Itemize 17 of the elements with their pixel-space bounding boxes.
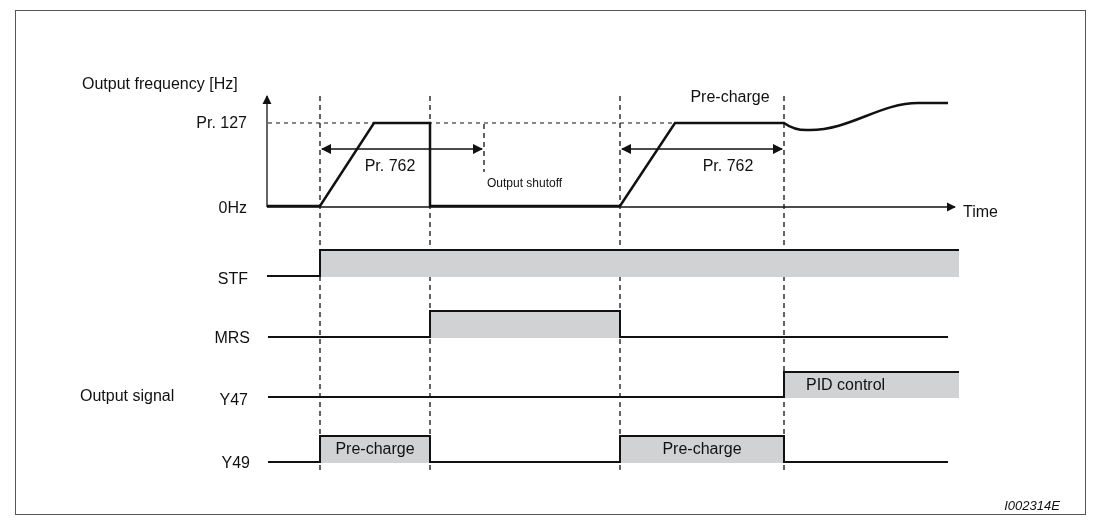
diagram-label: Pr. 762: [364, 158, 416, 174]
diagram-label: Y47: [219, 392, 248, 408]
diagram-label: Pr. 762: [702, 158, 754, 174]
diagram-label: Time: [963, 204, 998, 220]
diagram-label: Y49: [221, 455, 250, 471]
diagram-label: PID control: [806, 377, 886, 393]
diagram-label: Pre-charge: [335, 441, 415, 457]
diagram-label: MRS: [214, 330, 250, 346]
diagram-label: STF: [217, 271, 248, 287]
diagram-label: Output frequency [Hz]: [82, 76, 238, 92]
diagram-label: Pre-charge: [662, 441, 742, 457]
diagram-label: Pr. 127: [196, 115, 247, 131]
diagram-label: I002314E: [1004, 498, 1060, 512]
diagram-label: Output shutoff: [487, 177, 563, 189]
diagram-label: Pre-charge: [690, 89, 770, 105]
diagram-label: 0Hz: [218, 200, 247, 216]
diagram-label: Output signal: [80, 388, 175, 404]
